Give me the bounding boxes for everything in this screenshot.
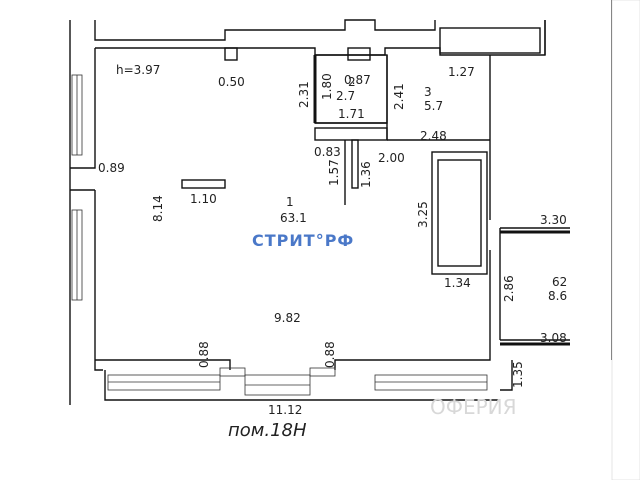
dim-0-87: 0.87	[344, 73, 371, 87]
dim-8-14: 8.14	[151, 195, 165, 222]
dim-0-50: 0.50	[218, 75, 245, 89]
dim-1-10: 1.10	[190, 192, 217, 206]
dim-0-88-left: 0.88	[197, 341, 211, 368]
dim-1-36: 1.36	[359, 161, 373, 188]
dim-1-71: 1.71	[338, 107, 365, 121]
room-1-number: 1	[286, 195, 294, 209]
dim-1-34: 1.34	[444, 276, 471, 290]
bottom-windows	[107, 367, 488, 396]
inner-rooms	[313, 54, 490, 205]
left-windows	[71, 74, 83, 301]
dim-3-25: 3.25	[416, 201, 430, 228]
dim-2-41: 2.41	[392, 83, 406, 110]
dim-0-83: 0.83	[314, 145, 341, 159]
dim-0-89: 0.89	[98, 161, 125, 175]
watermark-ghost: ОФЕРИЯ	[430, 395, 517, 419]
height-label: h=3.97	[116, 63, 160, 77]
dim-3-30: 3.30	[540, 213, 567, 227]
room-2-number: 2	[348, 75, 356, 89]
room-3-number: 3	[424, 85, 432, 99]
dim-0-88-right: 0.88	[323, 341, 337, 368]
room-62-number: 62	[552, 275, 567, 289]
dim-3-08: 3.08	[540, 331, 567, 345]
dim-1-57: 1.57	[327, 159, 341, 186]
room-2-area: 2.7	[336, 89, 355, 103]
room-62-area: 8.6	[548, 289, 567, 303]
dim-1-35: 1.35	[511, 361, 525, 388]
premises-label: пом.18Н	[228, 420, 307, 441]
top-features	[224, 27, 541, 61]
room-1-area: 63.1	[280, 211, 307, 225]
room-3-area: 5.7	[424, 99, 443, 113]
room-objects	[181, 151, 488, 275]
dim-2-31: 2.31	[297, 81, 311, 108]
dim-2-86: 2.86	[502, 275, 516, 302]
labels: h=3.97 0.50 2.31 1.80 0.87 2 2.7 1.71 2.…	[98, 63, 567, 441]
dim-2-48: 2.48	[420, 129, 447, 143]
dim-11-12: 11.12	[268, 403, 302, 417]
scan-edge	[611, 0, 640, 480]
dim-1-27: 1.27	[448, 65, 475, 79]
dim-2-00: 2.00	[378, 151, 405, 165]
dim-1-80: 1.80	[320, 73, 334, 100]
watermark: СТРИТ°РФ	[252, 231, 354, 250]
dim-9-82: 9.82	[274, 311, 301, 325]
